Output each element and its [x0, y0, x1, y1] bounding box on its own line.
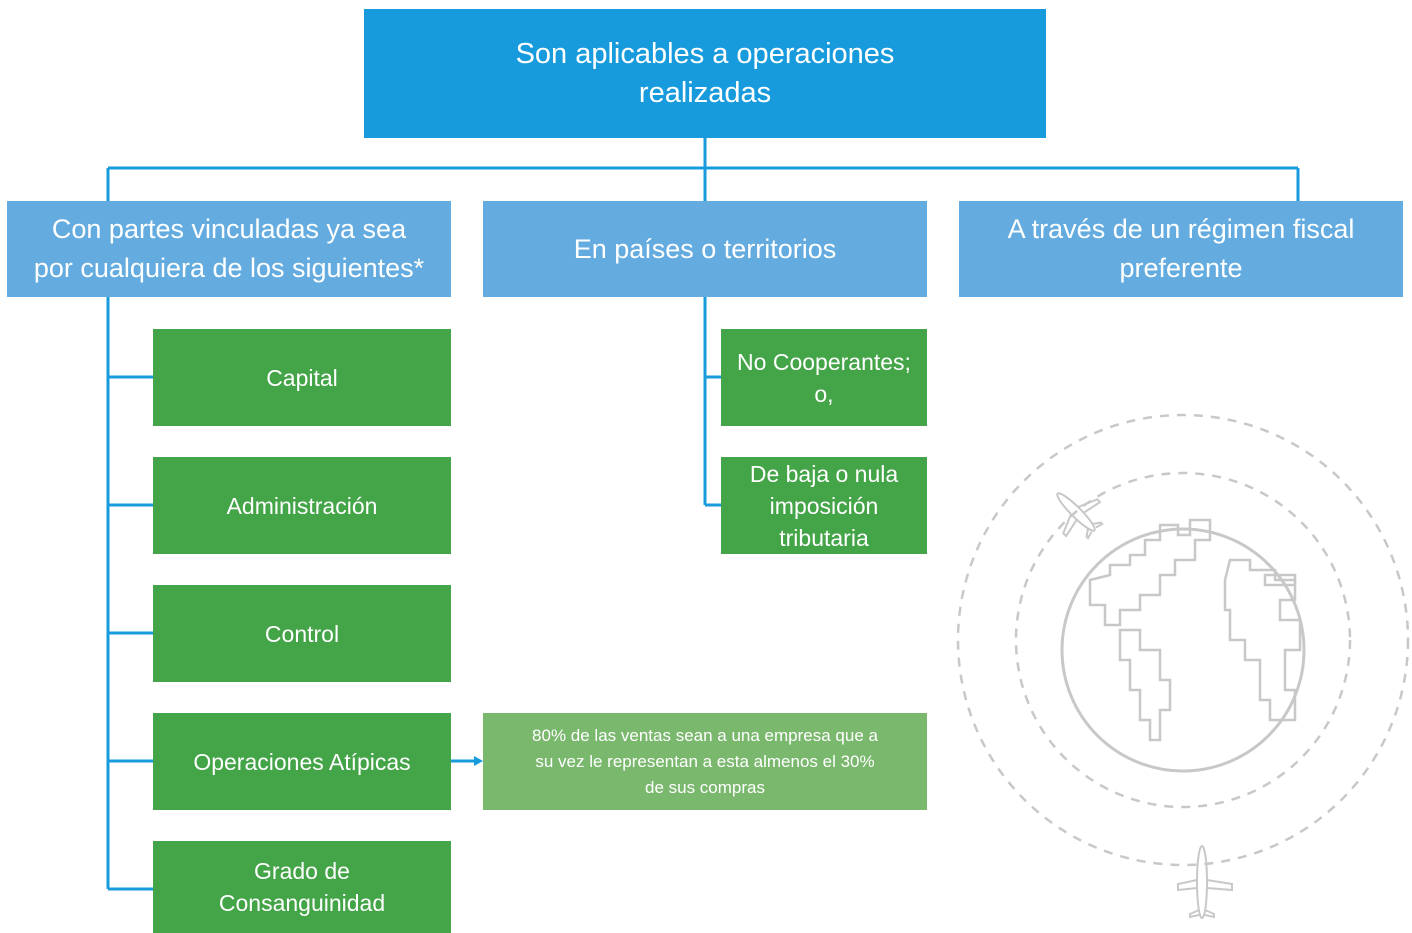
branch-regimen-fiscal: A través de un régimen fiscal preferente [959, 201, 1403, 297]
airplane-icon [1177, 845, 1233, 919]
item-grado-consanguinidad: Grado de Consanguinidad [153, 841, 451, 933]
item-capital: Capital [153, 329, 451, 426]
item-baja-nula-imposicion: De baja o nula imposición tributaria [721, 457, 927, 554]
item-no-cooperantes: No Cooperantes; o, [721, 329, 927, 426]
airplane-icon [1056, 492, 1104, 540]
atipicas-note: 80% de las ventas sean a una empresa que… [483, 713, 927, 810]
globe-icon [1060, 527, 1306, 773]
item-operaciones-atipicas: Operaciones Atípicas [153, 713, 451, 810]
orbit-outer [956, 413, 1410, 867]
branch-paises-territorios: En países o territorios [483, 201, 927, 297]
orbit-inner [1014, 471, 1352, 809]
item-administracion: Administración [153, 457, 451, 554]
root-node: Son aplicables a operaciones realizadas [364, 9, 1046, 138]
branch-partes-vinculadas: Con partes vinculadas ya sea por cualqui… [7, 201, 451, 297]
item-control: Control [153, 585, 451, 682]
